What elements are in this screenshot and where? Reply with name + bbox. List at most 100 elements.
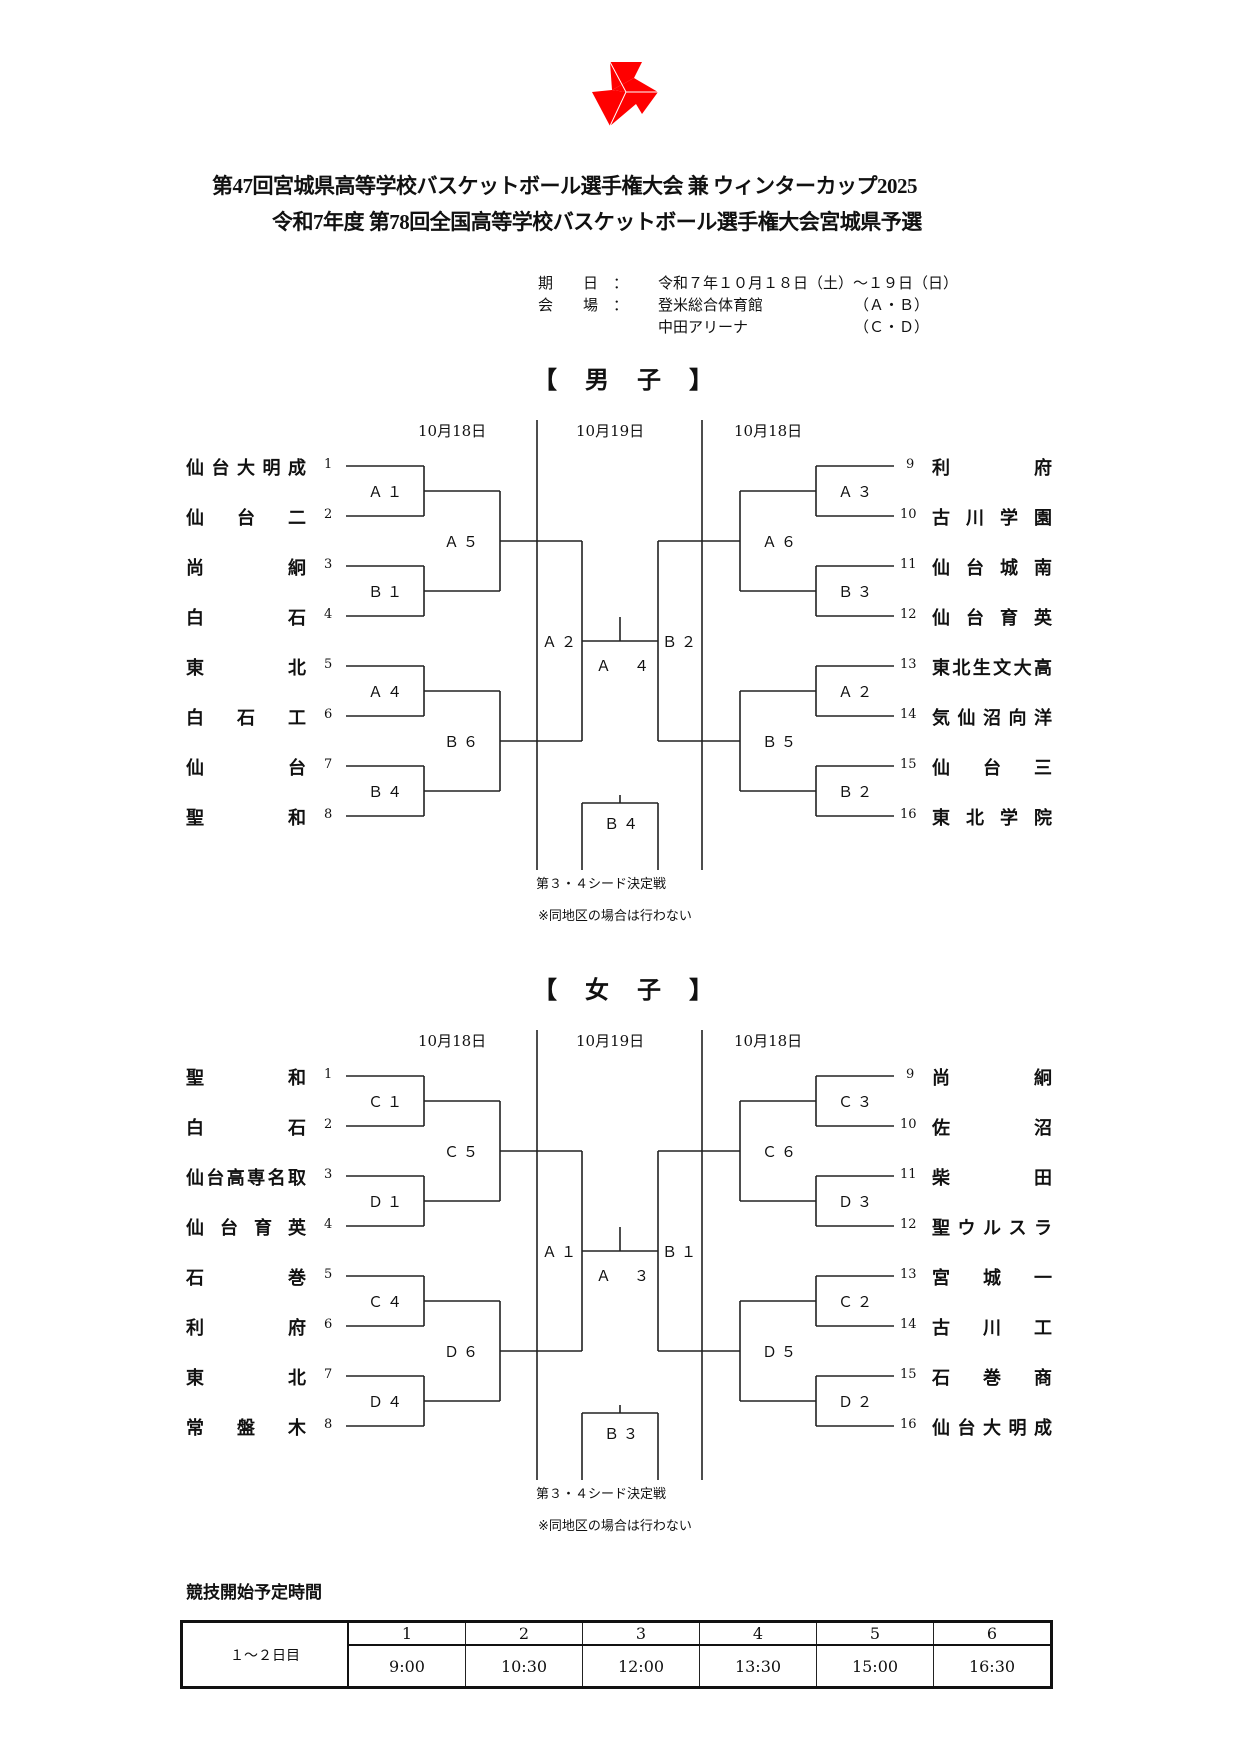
team-name-char: 気 bbox=[932, 708, 950, 729]
team-name-char: 利 bbox=[186, 1318, 204, 1339]
game-label: Ｄ４ bbox=[368, 1393, 407, 1411]
team-name-char: 和 bbox=[288, 808, 306, 829]
team-name-char: 大 bbox=[1013, 658, 1032, 679]
team-name: 古川学園 bbox=[932, 504, 1052, 530]
schedule-time: 12:00 bbox=[582, 1644, 700, 1688]
team-name-char: 大 bbox=[237, 458, 255, 479]
team-name: 仙台高専名取 bbox=[186, 1164, 306, 1190]
team-name-char: 巻 bbox=[983, 1368, 1001, 1389]
date-center: 10月19日 bbox=[576, 1032, 645, 1050]
date-right: 10月18日 bbox=[734, 422, 803, 440]
team-name-char: 英 bbox=[288, 1218, 306, 1239]
team-name-char: 商 bbox=[1034, 1368, 1052, 1389]
team-name-char: 育 bbox=[254, 1218, 272, 1239]
schedule-slot: 6 bbox=[933, 1621, 1052, 1646]
team-name-char: 園 bbox=[1034, 508, 1052, 529]
team-name-char: 北 bbox=[288, 658, 306, 679]
team-name-char: 工 bbox=[1034, 1318, 1052, 1339]
team-name-char: 台 bbox=[288, 758, 306, 779]
semifinal-label: Ｂ２ bbox=[662, 633, 701, 651]
period-value: 令和７年１０月１８日（土）～１９日（日） bbox=[658, 274, 959, 292]
schedule-slot: 4 bbox=[699, 1621, 817, 1646]
team-name: 白石 bbox=[186, 604, 306, 630]
third-place-game-label: Ｂ４ bbox=[604, 815, 643, 833]
seed-number: 11 bbox=[900, 557, 917, 572]
semifinal-label: Ａ１ bbox=[542, 1243, 581, 1261]
team-name-char: 石 bbox=[288, 608, 306, 629]
third-place-label: 第３・４シード決定戦 bbox=[536, 1487, 667, 1502]
team-name: 東北 bbox=[186, 1364, 306, 1390]
tournament-title-line-1: 第47回宮城県高等学校バスケットボール選手権大会 兼 ウィンターカップ2025 bbox=[212, 174, 918, 198]
team-name: 石巻商 bbox=[932, 1364, 1052, 1390]
venue-1-courts: （Ａ・Ｂ） bbox=[854, 296, 930, 314]
seed-number: 12 bbox=[900, 607, 917, 622]
team-name-char: 石 bbox=[288, 1118, 306, 1139]
team-name-char: 専 bbox=[247, 1168, 266, 1189]
team-name-char: 古 bbox=[932, 1318, 950, 1339]
team-name-char: 台 bbox=[237, 508, 255, 529]
team-name-char: 台 bbox=[983, 758, 1001, 779]
schedule-slot: 3 bbox=[582, 1621, 700, 1646]
team-name-char: 成 bbox=[288, 458, 306, 479]
team-name-char: 取 bbox=[287, 1168, 306, 1189]
team-name-char: 城 bbox=[1000, 558, 1018, 579]
team-name: 仙台大明成 bbox=[932, 1414, 1052, 1440]
game-label: Ａ４ bbox=[368, 683, 407, 701]
game-label: Ｄ６ bbox=[444, 1343, 483, 1361]
date-left: 10月18日 bbox=[418, 422, 487, 440]
team-name-char: 台 bbox=[211, 458, 230, 479]
schedule-time: 13:30 bbox=[699, 1644, 817, 1688]
seed-number: 9 bbox=[906, 457, 915, 472]
team-name: 佐沼 bbox=[932, 1114, 1052, 1140]
venue-label: 会 場 ： bbox=[538, 296, 629, 314]
team-name-char: 仙 bbox=[186, 1218, 204, 1239]
game-label: Ｃ５ bbox=[444, 1143, 483, 1161]
semifinal-label: Ｂ１ bbox=[662, 1243, 701, 1261]
team-name-char: 常 bbox=[186, 1418, 204, 1439]
game-label: Ａ６ bbox=[762, 533, 801, 551]
team-name-char: 石 bbox=[932, 1368, 950, 1389]
seed-number: 13 bbox=[900, 657, 917, 672]
schedule-time: 9:00 bbox=[347, 1644, 466, 1688]
team-name-char: 仙 bbox=[957, 708, 976, 729]
team-name-char: 高 bbox=[1033, 658, 1052, 679]
team-name: 東北 bbox=[186, 654, 306, 680]
seed-number: 3 bbox=[324, 1167, 333, 1182]
team-name: 聖和 bbox=[186, 804, 306, 830]
team-name-char: 白 bbox=[186, 708, 204, 729]
game-label: Ｂ１ bbox=[368, 583, 407, 601]
team-name-char: ラ bbox=[1034, 1218, 1052, 1239]
team-name-char: 聖 bbox=[932, 1218, 950, 1239]
seed-number: 15 bbox=[900, 1367, 917, 1382]
seed-number: 5 bbox=[324, 1267, 333, 1282]
team-name: 仙台 bbox=[186, 754, 306, 780]
team-name-char: 沼 bbox=[983, 708, 1001, 729]
team-name-char: 利 bbox=[932, 458, 950, 479]
seed-number: 16 bbox=[900, 807, 917, 822]
team-name-char: 台 bbox=[206, 1168, 225, 1189]
team-name-char: 東 bbox=[932, 658, 950, 679]
team-name-char: 二 bbox=[288, 508, 306, 529]
schedule-table: １～２日目 1 2 3 4 5 6 9:00 10:30 12:00 13:30… bbox=[180, 1620, 1053, 1689]
seed-number: 7 bbox=[324, 1367, 333, 1382]
seed-number: 13 bbox=[900, 1267, 917, 1282]
seed-number: 4 bbox=[324, 607, 333, 622]
game-label: Ｃ３ bbox=[838, 1093, 877, 1111]
team-name: 仙台育英 bbox=[186, 1214, 306, 1240]
schedule-time: 10:30 bbox=[465, 1644, 583, 1688]
seed-number: 14 bbox=[900, 1317, 917, 1332]
team-name-char: 仙 bbox=[186, 1168, 204, 1189]
team-name-char: 宮 bbox=[932, 1268, 950, 1289]
team-name-char: 北 bbox=[952, 658, 971, 679]
game-label: Ｄ５ bbox=[762, 1343, 801, 1361]
team-name-char: 尚 bbox=[932, 1068, 950, 1089]
team-name: 仙台三 bbox=[932, 754, 1052, 780]
team-name: 仙台大明成 bbox=[186, 454, 306, 480]
team-name-char: 学 bbox=[1000, 508, 1018, 529]
third-place-label: 第３・４シード決定戦 bbox=[536, 877, 667, 892]
seed-number: 9 bbox=[906, 1067, 915, 1082]
team-name-char: 成 bbox=[1034, 1418, 1052, 1439]
men-heading: 【 男 子 】 bbox=[533, 365, 715, 394]
team-name: 仙台城南 bbox=[932, 554, 1052, 580]
